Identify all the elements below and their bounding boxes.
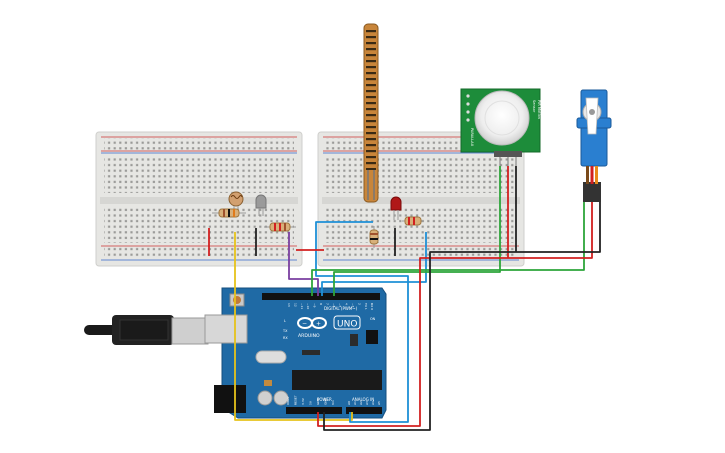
resistor-left-1 bbox=[212, 208, 246, 218]
wire-green-1 bbox=[333, 166, 501, 296]
wires bbox=[208, 166, 601, 431]
flex-sensor bbox=[363, 23, 379, 203]
wire-blue-2 bbox=[321, 232, 427, 296]
pir-label-left2: Sensor bbox=[532, 100, 536, 113]
digital-pin-label: 12 bbox=[293, 303, 297, 307]
wire-red-servo bbox=[317, 202, 593, 427]
arduino-logo: − + bbox=[297, 317, 327, 329]
analog-pin-label: A3 bbox=[365, 401, 369, 405]
power-pin-label: GND bbox=[324, 397, 328, 405]
analog-pin-label: A0 bbox=[347, 401, 351, 405]
digital-pin-label: ~6 bbox=[332, 303, 336, 308]
usb-cable bbox=[84, 315, 209, 345]
digital-pin-label: 7 bbox=[325, 303, 329, 305]
analog-pin-label: A4 bbox=[371, 401, 375, 405]
pir-label-left: PIR Motion bbox=[537, 100, 541, 119]
digital-pin-label: 4 bbox=[345, 303, 349, 305]
digital-pin-label: ~10 bbox=[306, 303, 310, 309]
digital-pin-label: TX 1 bbox=[364, 302, 368, 310]
power-pin-label: GND bbox=[316, 397, 320, 405]
wire-purple bbox=[288, 232, 319, 296]
resistor-right-1 bbox=[402, 216, 424, 226]
tx-label: TX bbox=[282, 329, 288, 333]
svg-text:+: + bbox=[316, 321, 321, 328]
svg-text:−: − bbox=[302, 321, 307, 328]
pir-label-right: PARALLAX bbox=[470, 128, 474, 147]
digital-pin-label: ~5 bbox=[338, 303, 342, 308]
analog-pin-label: A5 bbox=[377, 401, 381, 405]
wire-black-servo bbox=[323, 202, 601, 431]
power-pin-label: IOREF bbox=[286, 396, 290, 405]
resistor-left-2 bbox=[264, 222, 296, 232]
power-pin-label: Vin bbox=[331, 400, 335, 405]
wire-yellow bbox=[234, 232, 353, 421]
digital-pin-label: ~3 bbox=[351, 303, 355, 308]
power-label: POWER bbox=[317, 397, 332, 402]
rx-label: RX bbox=[283, 336, 288, 340]
digital-pin-label: RX 0 bbox=[370, 303, 374, 310]
led-red bbox=[390, 196, 402, 220]
digital-pin-label: ~11 bbox=[300, 303, 304, 309]
led-grey bbox=[255, 194, 267, 216]
arduino-uno-board: − + UNO ARDUINO DIGITAL (PWM~) TX RX ON … bbox=[84, 287, 387, 419]
uno-label: UNO bbox=[337, 320, 357, 330]
resistor-right-2 bbox=[369, 226, 379, 248]
digital-pin-label: 13 bbox=[287, 303, 291, 307]
digital-pin-label: 2 bbox=[357, 303, 361, 305]
analog-pin-label: A1 bbox=[353, 401, 357, 405]
analog-label: ANALOG IN bbox=[352, 397, 374, 402]
on-label: ON bbox=[370, 317, 376, 321]
pir-sensor: PIR Motion Sensor PARALLAX bbox=[460, 88, 541, 166]
digital-pin-label: 8 bbox=[319, 303, 323, 305]
wire-blue-1 bbox=[315, 221, 409, 423]
power-pin-label: 3.3V bbox=[301, 397, 305, 405]
analog-pin-label: A2 bbox=[359, 401, 363, 405]
brand-label: ARDUINO bbox=[298, 333, 320, 339]
power-pin-label: RESET bbox=[294, 395, 298, 405]
power-pin-label: 5V bbox=[309, 400, 313, 405]
wire-green-2 bbox=[311, 202, 585, 296]
l-label: L bbox=[284, 319, 286, 323]
digital-label: DIGITAL (PWM~) bbox=[324, 306, 358, 311]
digital-pin-label: ~9 bbox=[313, 303, 317, 308]
servo-motor bbox=[576, 89, 612, 202]
breadboard-left bbox=[95, 131, 303, 267]
